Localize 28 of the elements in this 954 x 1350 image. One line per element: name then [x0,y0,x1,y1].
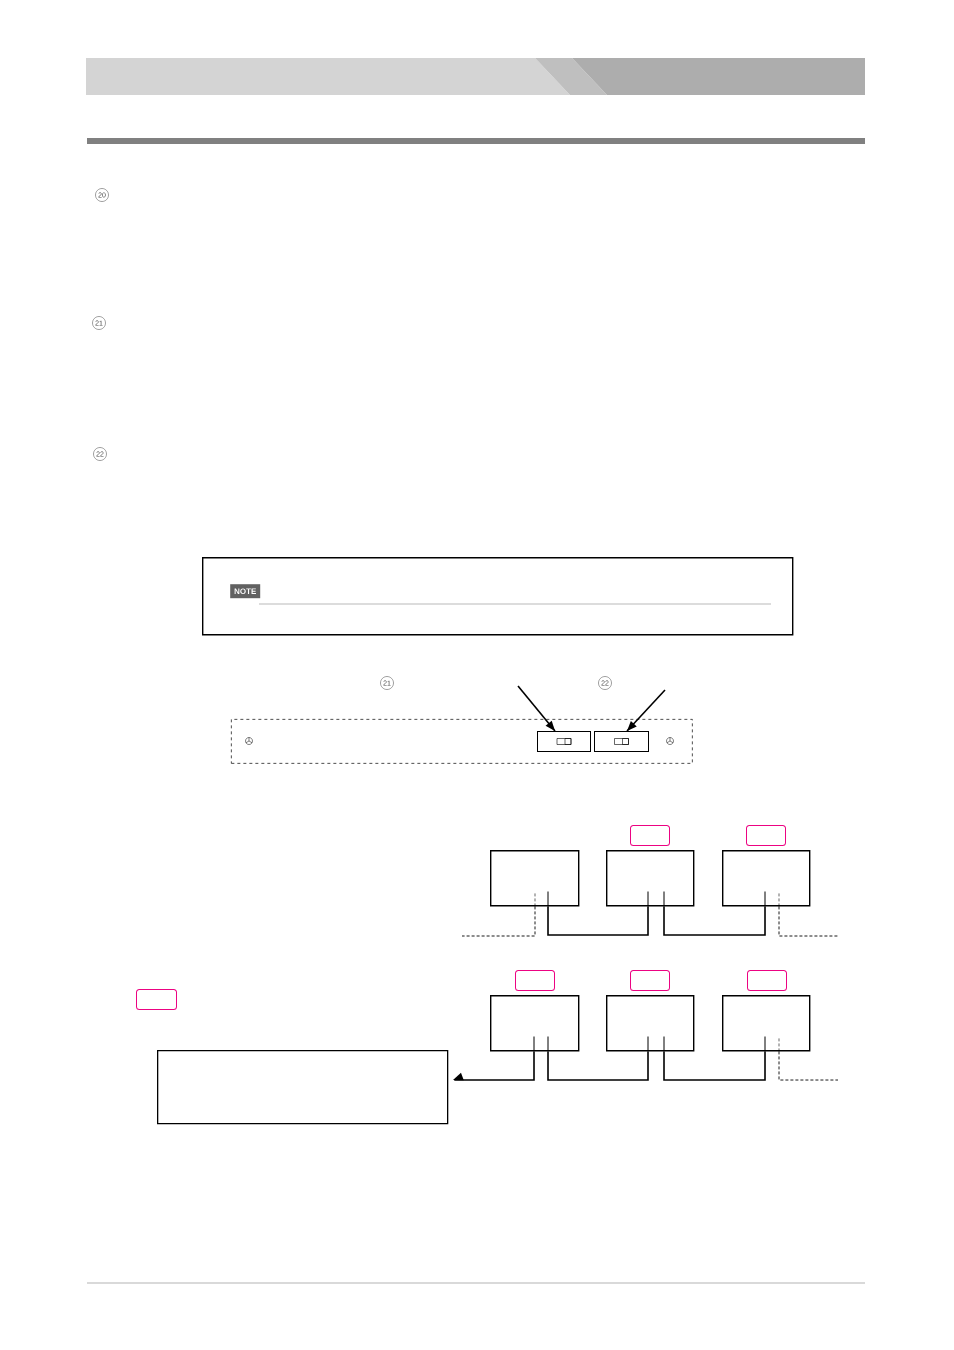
label-tag [630,970,670,991]
unit-box [490,850,580,907]
connector-line [547,1050,649,1081]
unit-box [722,850,811,907]
connector-line [663,905,766,936]
unit-box [490,995,580,1052]
label-tag [136,989,177,1010]
label-tag [515,970,555,991]
label-tag [630,825,670,846]
connector-line [778,905,839,937]
note-box [202,557,794,636]
unit-box [606,995,695,1052]
note-badge: NOTE [230,584,261,599]
switch-box [594,731,649,752]
switch-box [537,731,591,752]
output-box [157,1050,449,1125]
unit-box [606,850,695,907]
label-tag [747,970,787,991]
connector-line [778,1050,839,1081]
arrow [626,689,666,732]
connector-line [663,1050,766,1081]
connector-line [547,905,649,936]
arrow [453,1050,535,1081]
label-tag [746,825,786,846]
arrow [517,685,556,732]
unit-box [722,995,811,1052]
switch-panel [231,719,693,764]
connector-line [461,905,536,937]
